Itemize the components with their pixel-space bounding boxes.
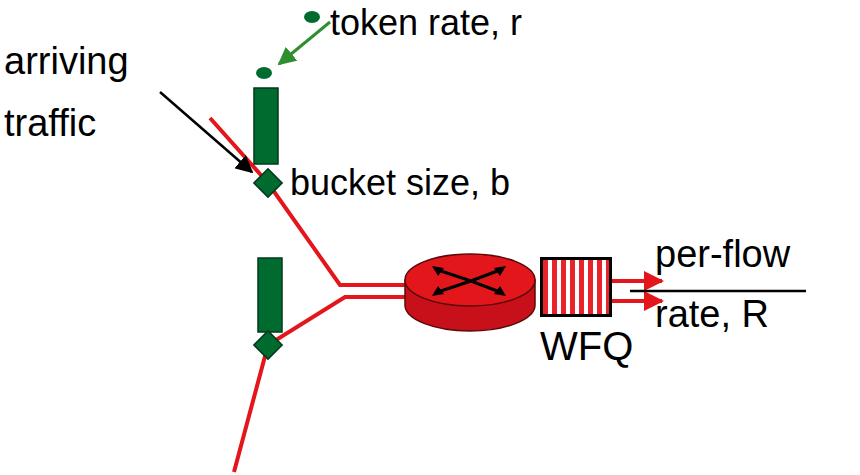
label-text: per-flow rate, R bbox=[655, 224, 815, 344]
token-bucket bbox=[254, 88, 278, 164]
bucket-diamond bbox=[254, 169, 282, 197]
queue-box: WFQ bbox=[540, 257, 612, 317]
diagram-label: per-flow rate, R bbox=[655, 224, 815, 344]
token-dot bbox=[304, 11, 320, 23]
label-text: token rate, r bbox=[330, 2, 522, 43]
label-text: bucket size, b bbox=[290, 162, 510, 203]
diagram-label: arriving traffic bbox=[4, 30, 194, 154]
queue-label: WFQ bbox=[540, 324, 633, 369]
output-arrow bbox=[612, 299, 662, 303]
divider-line bbox=[630, 290, 806, 293]
output-arrow bbox=[612, 279, 662, 283]
token-dot bbox=[256, 67, 272, 79]
router-symbol bbox=[405, 254, 535, 331]
diagram-label: bucket size, b bbox=[290, 162, 510, 203]
bucket-diamond bbox=[254, 331, 282, 359]
diagram-label: token rate, r bbox=[330, 2, 522, 43]
token-arrow bbox=[279, 22, 330, 64]
pointer-arrow bbox=[160, 92, 252, 172]
label-text: arriving traffic bbox=[4, 30, 194, 154]
token-bucket bbox=[258, 258, 282, 332]
